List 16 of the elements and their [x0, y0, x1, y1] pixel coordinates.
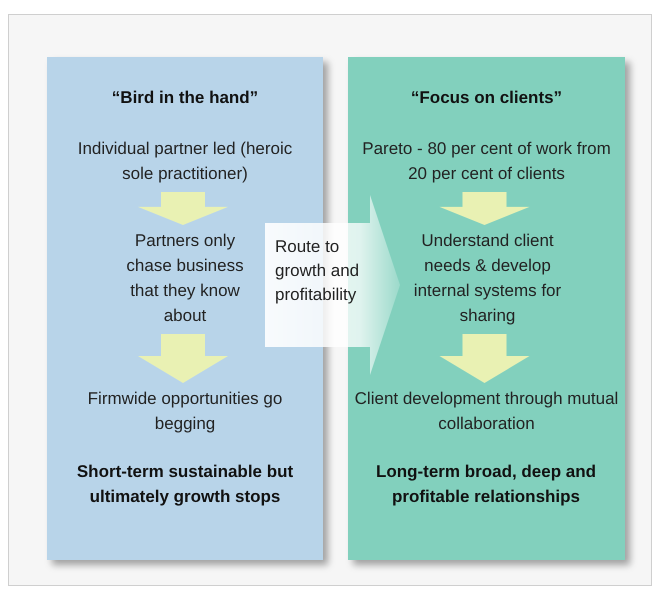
column-conclusion: Long-term broad, deep and profitable relationships [374, 461, 598, 508]
down-arrow [440, 192, 530, 225]
column-conclusion: Short-term sustainable but ultimately growth stops [76, 461, 294, 508]
step-text: Pareto - 80 per cent of work from 20 per cent of clients [352, 136, 621, 186]
step-text: Understand client needs & develop internal systems for sharing [405, 228, 570, 328]
down-arrow [138, 192, 228, 225]
column-heading: “Bird in the hand” [110, 87, 260, 109]
step-text: Client development through mutual collaboration [352, 386, 621, 436]
column-heading: “Focus on clients” [410, 87, 564, 109]
down-arrow [138, 334, 228, 383]
down-arrow [440, 334, 530, 383]
arrow-label: Route to growth and profitability [275, 236, 360, 306]
step-text: Partners only chase business that they know about [110, 228, 260, 328]
step-text: Firmwide opportunities go begging [70, 386, 300, 436]
block-arrow [265, 195, 401, 375]
step-text: Individual partner led (heroic sole practitioner) [70, 136, 300, 186]
